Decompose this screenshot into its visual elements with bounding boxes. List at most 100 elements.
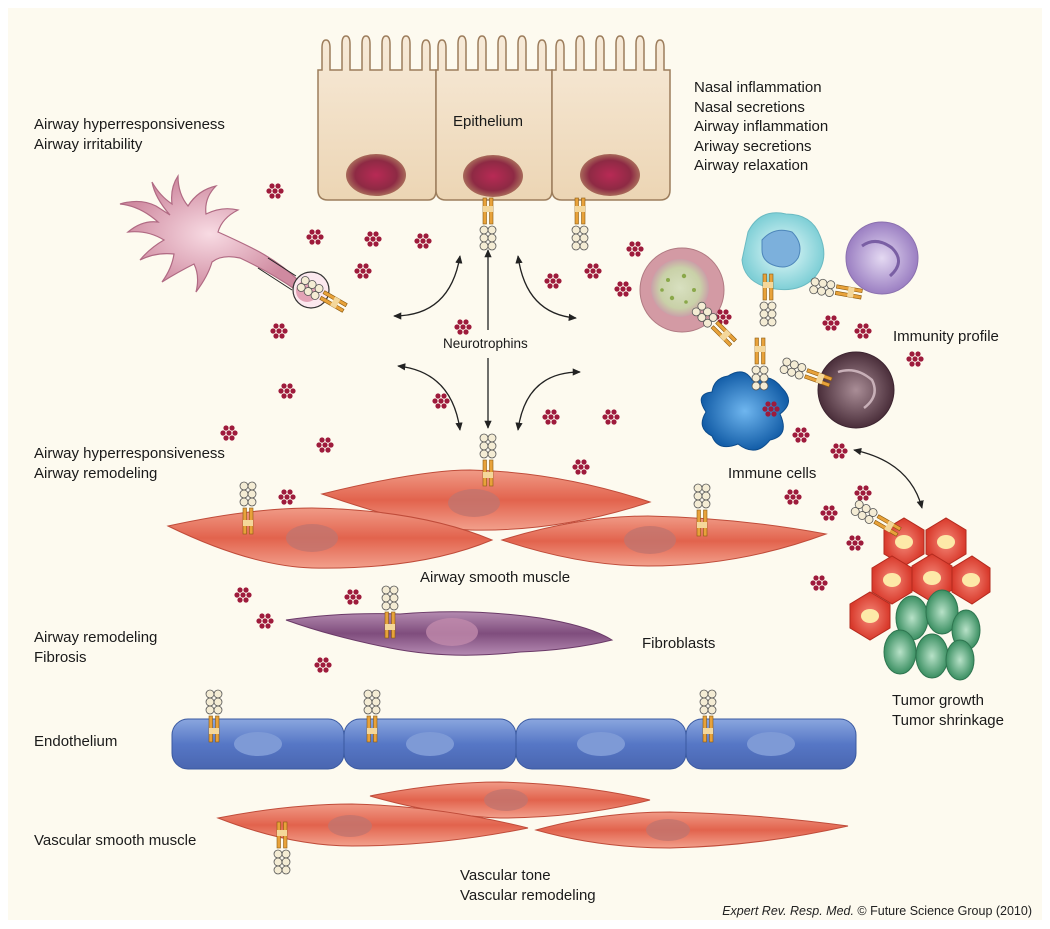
effect-text: Airway inflammation <box>694 118 829 135</box>
neuron-cell-body <box>119 174 301 293</box>
journal-name: Expert Rev. Resp. Med. <box>722 904 854 918</box>
vascular-effects: Vascular tone Vascular remodeling <box>460 866 596 905</box>
epithelial-nucleus <box>346 154 406 196</box>
receptor-icon <box>479 197 497 251</box>
tumor-effects: Tumor growth Tumor shrinkage <box>892 691 1004 730</box>
vascular-smooth-muscle-label: Vascular smooth muscle <box>34 832 197 849</box>
effect-text: Airway remodeling <box>34 464 158 482</box>
fibroblast-nucleus <box>426 618 478 646</box>
eosinophil-cell <box>845 221 919 295</box>
neurotrophin-dimer <box>822 315 840 331</box>
epithelium-label: Epithelium <box>453 113 524 130</box>
effect-text: Nasal secretions <box>694 98 805 116</box>
neurotrophin-dimer <box>820 505 838 521</box>
receptor-icon <box>693 483 711 537</box>
effect-text: Airway remodeling <box>34 629 158 646</box>
effect-text: Vascular tone <box>460 867 551 884</box>
arrow-immune-tumor <box>853 447 924 509</box>
effect-text: Nasal inflammation <box>694 79 822 96</box>
smooth-muscle-nucleus <box>286 524 338 552</box>
neurotrophin-dimer <box>278 489 296 505</box>
epithelial-effects: Nasal inflammation Nasal secretions Airw… <box>694 78 828 176</box>
eosinophil-nucleus <box>861 240 900 278</box>
receptor-icon <box>759 273 777 327</box>
tumor-cell-green <box>883 629 917 675</box>
neurotrophin-dimer <box>544 273 562 289</box>
dendritic-cell <box>700 371 789 451</box>
tumor-cell-green <box>925 589 959 635</box>
effect-text: Airway hyperresponsiveness <box>34 116 225 133</box>
neurotrophin-dimer <box>234 587 252 603</box>
arrow-muscle-right <box>515 368 581 431</box>
epithelial-cell-middle <box>435 35 553 201</box>
neurotrophin-molecules <box>220 183 924 673</box>
neurotrophin-dimer <box>270 323 288 339</box>
receptor-icon <box>809 277 863 300</box>
airway-smooth-muscle-cells <box>166 469 828 569</box>
fibroblast-effects: Airway remodeling Fibrosis <box>34 628 157 667</box>
vascular-smooth-muscle-cell <box>216 803 529 847</box>
neurotrophin-dimer <box>344 589 362 605</box>
tumor-cell-green <box>945 639 975 681</box>
neuron-axon-outline <box>257 257 297 291</box>
neurotrophins-label: Neurotrophins <box>443 336 528 351</box>
basophil-nucleus <box>837 369 876 409</box>
epithelial-nucleus <box>580 154 640 196</box>
neurotrophin-dimer <box>602 409 620 425</box>
fibroblast-cell-group <box>285 611 614 656</box>
neurotrophin-dimer <box>572 459 590 475</box>
effect-text: Ariway secretions <box>694 137 812 155</box>
effect-text: Fibrosis <box>34 648 87 666</box>
neurotrophin-dimer <box>414 233 432 249</box>
copyright-text: © Future Science Group (2010) <box>853 904 1032 918</box>
effect-text: Tumor growth <box>892 692 984 709</box>
receptor-icon <box>239 481 257 535</box>
endothelium-label: Endothelium <box>34 733 118 750</box>
copyright-credit: Expert Rev. Resp. Med. © Future Science … <box>722 904 1032 918</box>
neurotrophin-dimer <box>364 231 382 247</box>
neurotrophin-dimer <box>432 393 450 409</box>
effect-text: Vascular remodeling <box>460 886 596 904</box>
neurotrophin-dimer <box>256 613 274 629</box>
neurotrophin-dimer <box>278 383 296 399</box>
receptor-icon <box>273 821 291 875</box>
receptor-icon <box>381 585 399 639</box>
airway-smooth-muscle-label: Airway smooth muscle <box>420 569 571 586</box>
neurotrophin-dimer <box>266 183 284 199</box>
neutrophil-nucleus <box>761 229 801 268</box>
neurotrophin-dimer <box>784 489 802 505</box>
neurotrophin-dimer <box>314 657 332 673</box>
receptor-icon <box>751 337 769 391</box>
arrow-epithelium-left <box>393 255 463 320</box>
endothelial-cells <box>171 718 857 770</box>
tumor-cell-green <box>915 633 949 679</box>
epithelium-cells <box>317 35 671 201</box>
neurotrophin-dimer <box>792 427 810 443</box>
immune-cells-label: Immune cells <box>728 465 817 482</box>
neurotrophin-dimer <box>810 575 828 591</box>
neurotrophin-dimer <box>306 229 324 245</box>
smooth-muscle-nucleus <box>624 526 676 554</box>
neurotrophin-dimer <box>220 425 238 441</box>
basophil-cell <box>817 351 895 429</box>
arrow-epithelium-right <box>515 255 577 322</box>
effect-text: Tumor shrinkage <box>892 711 1004 729</box>
neurotrophin-dimer <box>906 351 924 367</box>
receptor-icon <box>205 689 223 743</box>
immune-cells <box>639 212 919 451</box>
neurotrophin-dimer <box>830 443 848 459</box>
receptor-icon <box>850 500 902 537</box>
effect-text: Airway irritability <box>34 135 143 153</box>
fibroblasts-label: Fibroblasts <box>642 635 716 652</box>
smooth-muscle-effects: Airway hyperresponsiveness Airway remode… <box>34 444 225 483</box>
smooth-muscle-nucleus <box>448 489 500 517</box>
vascular-smooth-muscle-cells <box>216 781 849 849</box>
neurotrophin-dimer <box>846 535 864 551</box>
receptor-icon <box>571 197 589 251</box>
vascular-smooth-muscle-cell <box>534 811 849 849</box>
neurotrophin-dimer <box>542 409 560 425</box>
neurotrophin-dimer <box>626 241 644 257</box>
neurotrophin-dimer <box>854 485 872 501</box>
epithelial-cell-left <box>317 35 437 201</box>
